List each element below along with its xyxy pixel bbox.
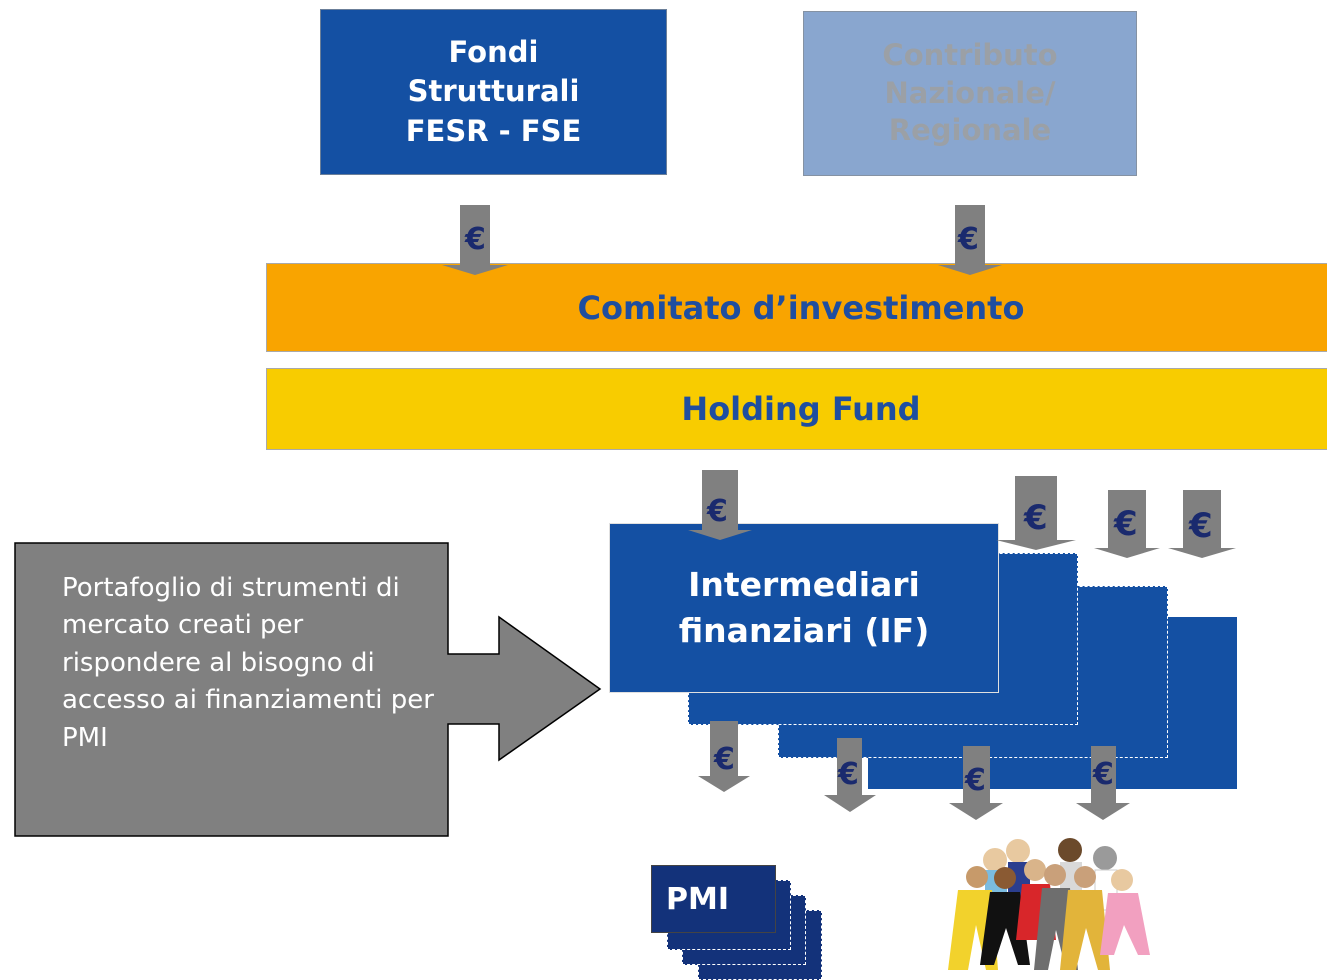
euro-label: € [965, 763, 986, 798]
pmi-label: PMI [666, 881, 730, 917]
euro-label: € [838, 757, 859, 792]
euro-label: € [1093, 757, 1114, 792]
contributo-nazionale-label: Contributo Nazionale/ Regionale [882, 37, 1058, 148]
intermediari-finanziari-label: Intermediari finanziari (IF) [678, 564, 930, 650]
callout-text: Portafoglio di strumenti di mercato crea… [62, 573, 434, 753]
euro-label: € [1189, 506, 1213, 546]
euro-label: € [707, 494, 728, 529]
euro-label: € [465, 222, 486, 257]
intermediari-finanziari-box: Intermediari finanziari (IF) [609, 523, 999, 693]
euro-label: € [1114, 504, 1138, 544]
holding-fund-band: Holding Fund [266, 368, 1327, 450]
euro-label: € [1024, 498, 1048, 538]
euro-label: € [714, 742, 735, 777]
holding-fund-label: Holding Fund [681, 390, 921, 428]
fondi-strutturali-label: Fondi Strutturali FESR - FSE [405, 35, 582, 148]
comitato-investimento-band: Comitato d’investimento [266, 263, 1327, 352]
people-group-icon [948, 838, 1150, 970]
pmi-box: PMI [651, 865, 776, 933]
euro-label: € [958, 222, 979, 257]
fondi-strutturali-box: Fondi Strutturali FESR - FSE [320, 9, 667, 175]
comitato-investimento-label: Comitato d’investimento [577, 288, 1025, 327]
contributo-nazionale-box: Contributo Nazionale/ Regionale [803, 11, 1137, 176]
